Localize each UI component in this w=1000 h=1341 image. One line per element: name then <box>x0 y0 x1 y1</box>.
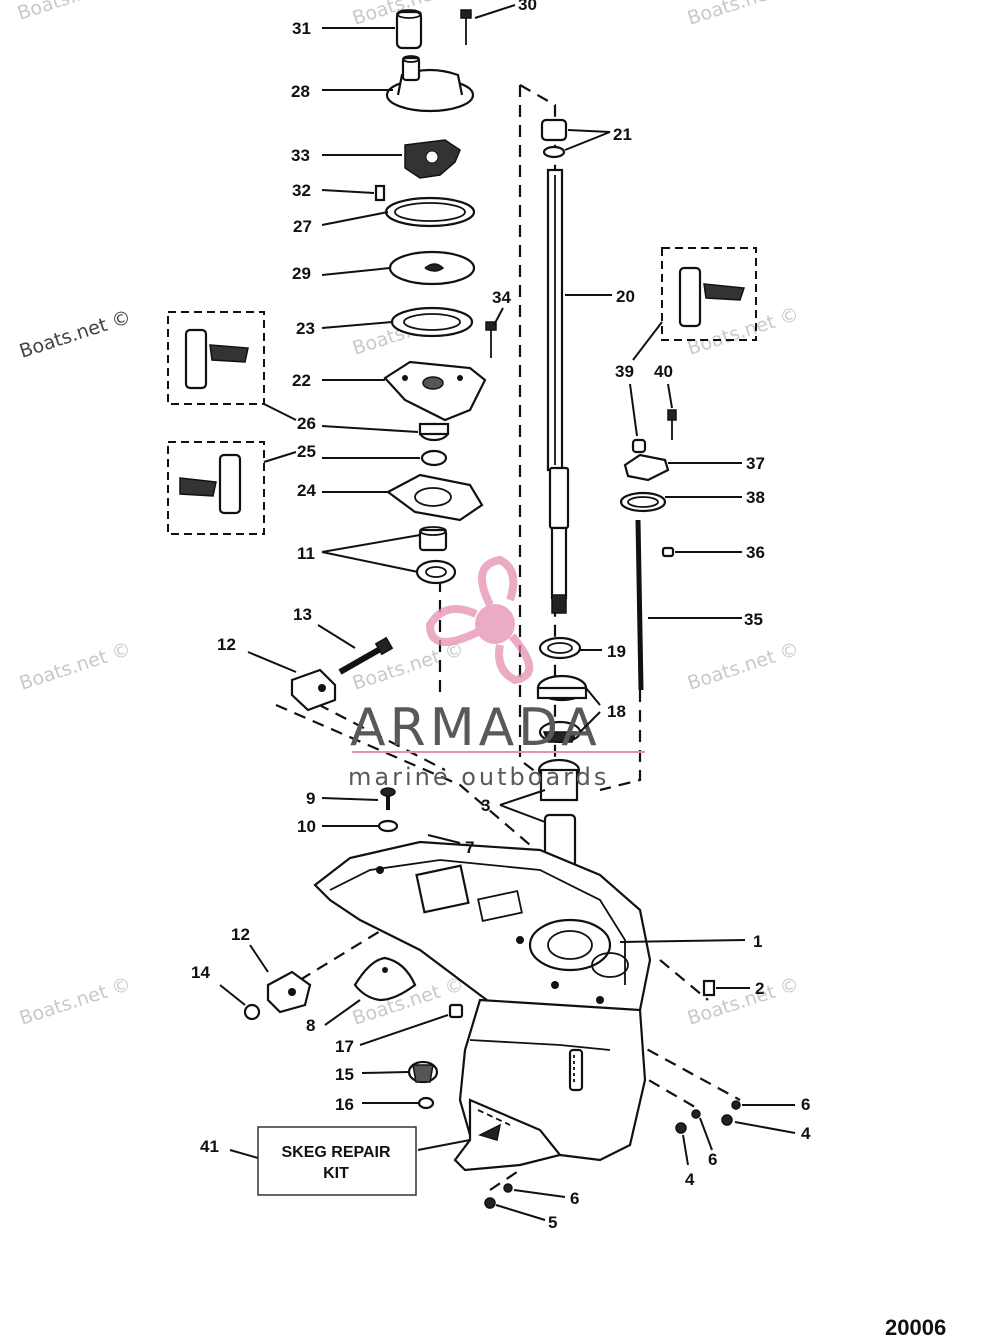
watermark: Boats.net © <box>15 0 132 25</box>
callout-label: 40 <box>654 362 673 381</box>
callout-label: 32 <box>292 181 311 200</box>
callout-label: 38 <box>746 488 765 507</box>
skeg-kit-label-line1: SKEG REPAIR <box>281 1144 391 1161</box>
callout-label: 15 <box>335 1065 354 1084</box>
callout-label: 28 <box>291 82 310 101</box>
skeg-repair-kit-box: SKEG REPAIR KIT <box>257 1126 417 1196</box>
callout-label: 4 <box>801 1124 811 1143</box>
callout-label: 27 <box>293 217 312 236</box>
watermark: Boats.net © <box>17 973 134 1030</box>
brand-tagline: marine outboards <box>348 763 609 791</box>
skeg-kit-label-line2: KIT <box>323 1165 349 1182</box>
callout-label: 6 <box>708 1150 717 1169</box>
callout-label: 34 <box>492 288 511 307</box>
callout-label: 36 <box>746 543 765 562</box>
callout-label: 9 <box>306 789 315 808</box>
watermark: Boats.net © <box>685 303 802 360</box>
figure-number: 20006 <box>885 1315 946 1340</box>
callout-label: 2 <box>755 979 764 998</box>
callout-label: 12 <box>217 635 236 654</box>
callout-label: 18 <box>607 702 626 721</box>
callout-label: 17 <box>335 1037 354 1056</box>
callout-label: 4 <box>685 1170 695 1189</box>
pump-base-part <box>383 360 487 422</box>
callout-label: 30 <box>518 0 537 14</box>
skeg-part <box>453 1098 562 1172</box>
callout-label: 13 <box>293 605 312 624</box>
watermark: Boats.net © <box>685 638 802 695</box>
misc-parts <box>243 636 741 1209</box>
watermark: Boats.net © <box>17 306 134 363</box>
callout-label: 6 <box>801 1095 810 1114</box>
callout-label: 7 <box>465 838 474 857</box>
callout-label: 35 <box>744 610 763 629</box>
watermark: Boats.net © <box>685 0 802 30</box>
callout-label: 6 <box>570 1189 579 1208</box>
detail-boxes <box>167 247 757 535</box>
watermark: Boats.net © <box>17 638 134 695</box>
drive-shaft-assembly <box>536 118 588 882</box>
brand-logo: ARMADA marine outboards <box>348 555 645 791</box>
callout-label: 25 <box>297 442 316 461</box>
callout-label: 16 <box>335 1095 354 1114</box>
brand-name: ARMADA <box>350 698 601 758</box>
gear-housing <box>313 840 652 1172</box>
water-pump-stack <box>374 9 497 585</box>
callout-label: 5 <box>548 1213 557 1232</box>
leader-lines <box>219 4 796 1221</box>
callout-label: 3 <box>481 796 490 815</box>
callout-label: 11 <box>297 544 315 563</box>
propeller-icon <box>425 555 534 685</box>
callout-label: 24 <box>297 481 316 500</box>
callout-label: 8 <box>306 1016 315 1035</box>
watermark: Boats.net © <box>350 638 467 695</box>
watermark: Boats.net © <box>685 973 802 1030</box>
shift-components <box>619 409 677 691</box>
callout-label: 39 <box>615 362 634 381</box>
callout-label: 21 <box>613 125 632 144</box>
callout-label: 14 <box>191 963 210 982</box>
impeller-part <box>404 139 461 179</box>
callout-label: 12 <box>231 925 250 944</box>
callout-label: 26 <box>297 414 316 433</box>
callout-numbers: 30 31 28 21 33 32 27 29 20 34 23 22 39 4… <box>191 0 811 1232</box>
callout-label: 22 <box>292 371 311 390</box>
callout-label: 41 <box>200 1137 219 1156</box>
callout-label: 33 <box>291 146 310 165</box>
callout-label: 23 <box>296 319 315 338</box>
callout-label: 19 <box>607 642 626 661</box>
callout-label: 29 <box>292 264 311 283</box>
callout-label: 37 <box>746 454 765 473</box>
callout-label: 10 <box>297 817 316 836</box>
sleeve-part <box>395 10 423 50</box>
callout-label: 1 <box>753 932 762 951</box>
callout-label: 31 <box>292 19 311 38</box>
callout-label: 20 <box>616 287 635 306</box>
